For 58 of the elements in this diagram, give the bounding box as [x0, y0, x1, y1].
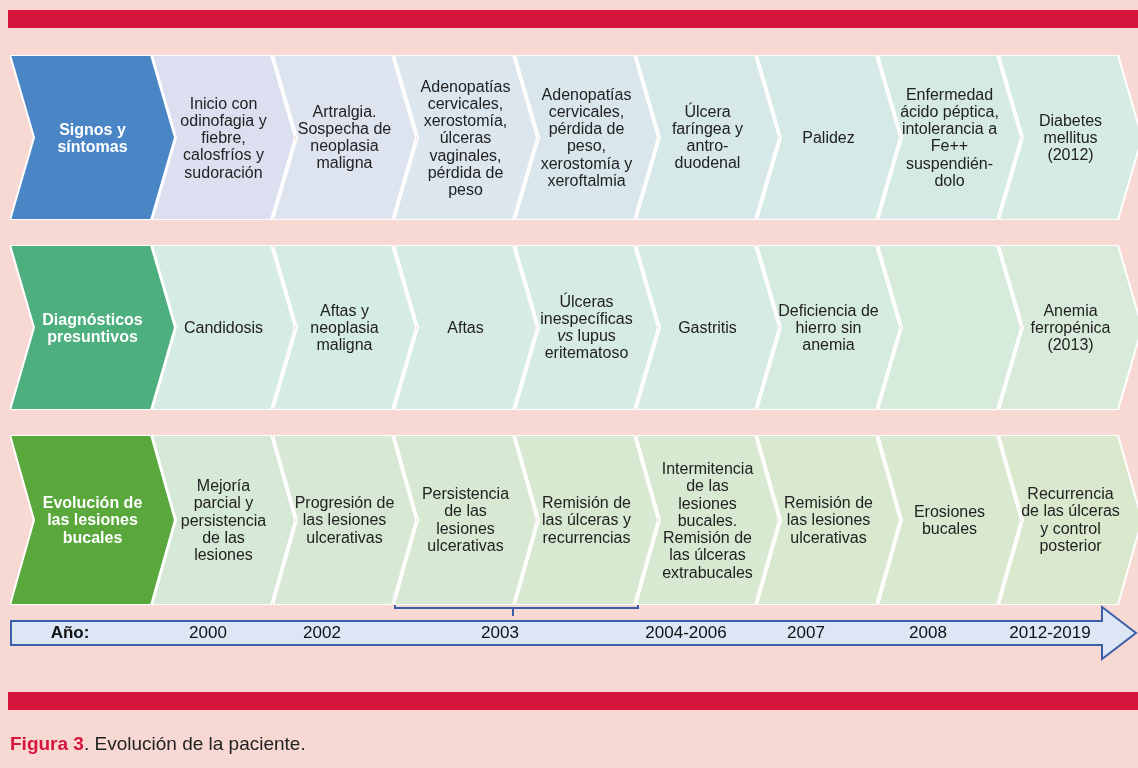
timeline-step-panel [757, 55, 900, 220]
year-label: 2002 [303, 623, 341, 643]
timeline-step-panel [757, 435, 900, 605]
timeline-step-panel [878, 435, 1021, 605]
step-text: Adenopatías cervicales, xerostomía, úlceras vaginales, pérdida de peso [419, 77, 512, 198]
step-text: Remisión de las lesiones ulcerativas [783, 494, 874, 546]
row-title: Diagnósticos presuntivos [41, 310, 144, 345]
step-text: Inicio con odinofagia y fiebre, calosfríos y sudoración [179, 94, 268, 181]
timeline-step-panel [636, 245, 779, 410]
step-text: Aftas y neoplasia maligna [309, 301, 380, 354]
timeline-step-panel [878, 245, 1021, 410]
step-text: Artralgia. Sospecha de neoplasia maligna [296, 102, 393, 173]
timeline-step-panel [273, 55, 416, 220]
timeline-step-panel [152, 435, 295, 605]
timeline-step-panel [999, 55, 1138, 220]
year-label: 2008 [909, 623, 947, 643]
step-text: Erosiones bucales [912, 502, 987, 538]
timeline-step-panel [515, 245, 658, 410]
figure-caption: Figura 3. Evolución de la paciente. [10, 733, 306, 755]
year-label: 2012-2019 [1009, 623, 1091, 643]
timeline-step-panel [273, 435, 416, 605]
timeline-step-panel [394, 245, 537, 410]
step-text: Aftas [446, 318, 485, 337]
timeline-step-panel [394, 435, 537, 605]
step-text: Úlceras inespecíficas vs lupus eritematoso [539, 292, 634, 363]
step-text: Diabetes mellitus (2012) [1037, 111, 1104, 164]
step-text: Remisión de las úlceras y recurrencias [541, 494, 632, 546]
step-text: Deficiencia de hierro sin anemia [777, 301, 880, 354]
year-label: 2007 [787, 623, 825, 643]
year-label: 2000 [189, 623, 227, 643]
row-title: Evolución de las lesiones bucales [41, 494, 144, 546]
step-text: Palidez [801, 128, 856, 147]
timeline-step-panel [999, 435, 1138, 605]
step-text: Adenopatías cervicales, pérdida de peso, xerostomía y xeroftalmia [539, 85, 634, 190]
step-text: Anemia ferropénica (2013) [1029, 301, 1112, 354]
timeline-step-panel [273, 245, 416, 410]
row-header-panel [10, 55, 175, 220]
year-axis-label: Año: [50, 623, 90, 643]
step-text: Intermitencia de las lesiones bucales. Remisión de las úlceras extrabucales [660, 459, 755, 581]
step-text: Gastritis [677, 318, 738, 337]
timeline-step-panel [152, 245, 295, 410]
step-text: Úlcera faríngea y antro-duodenal [670, 102, 745, 173]
row-header-panel [10, 245, 175, 410]
timeline-arrow [10, 605, 1138, 661]
timeline-step-panel [515, 435, 658, 605]
year-label: 2004-2006 [645, 623, 727, 643]
step-text: Recurrencia de las úlceras y control posterior [1020, 485, 1121, 555]
row-header-panel [10, 435, 175, 605]
timeline-step-panel [999, 245, 1138, 410]
step-text: Progresión de las lesiones ulcerativas [293, 494, 396, 546]
year-label: 2003 [481, 623, 519, 643]
timeline-step-panel [636, 55, 779, 220]
step-text: Candidosis [182, 318, 265, 337]
step-text: Enfermedad ácido péptica, intolerancia a Fe++ suspendién-dolo [899, 85, 1000, 190]
step-text: Mejoría parcial y persistencia de las lesiones [179, 476, 268, 564]
step-text: Persistencia de las lesiones ulcerativas [420, 485, 511, 555]
timeline-step-panel [757, 245, 900, 410]
row-title: Signos y síntomas [56, 120, 129, 155]
